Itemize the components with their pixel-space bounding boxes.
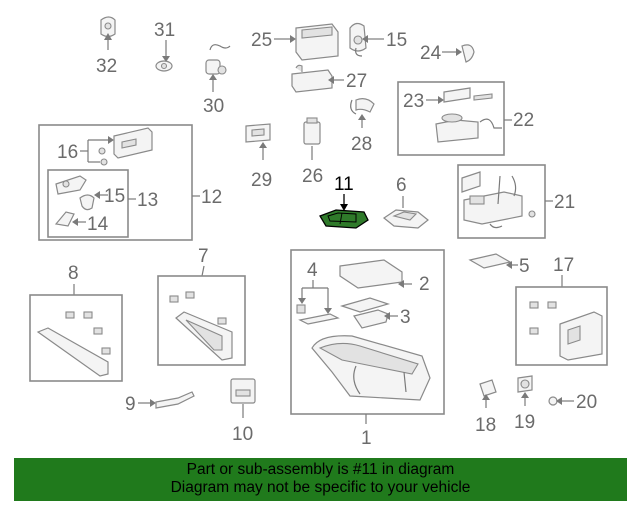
callout-3: 3: [400, 307, 411, 328]
part-16[interactable]: [80, 127, 153, 166]
callout-1: 1: [361, 428, 372, 449]
callout-31: 31: [154, 20, 175, 41]
callout-12: 12: [201, 187, 222, 208]
part-21-shifter[interactable]: [461, 171, 536, 229]
assembly-box-7: [157, 275, 246, 366]
callout-27: 27: [346, 71, 367, 92]
callout-16: 16: [57, 142, 78, 163]
part-32[interactable]: [100, 16, 116, 50]
part-17-panel[interactable]: [529, 301, 603, 361]
part-13-pieces[interactable]: [55, 175, 87, 195]
callout-26: 26: [302, 166, 323, 187]
banner-line-1: Part or sub-assembly is #11 in diagram: [186, 461, 455, 478]
part-18[interactable]: [479, 379, 497, 408]
banner-line-2: Diagram may not be specific to your vehi…: [170, 479, 471, 496]
part-8-panel[interactable]: [36, 311, 111, 377]
assembly-box-13: [47, 169, 129, 238]
callout-15-top: 15: [386, 30, 407, 51]
callout-22: 22: [513, 110, 534, 131]
assembly-box-1: [290, 249, 445, 415]
callout-20: 20: [576, 392, 597, 413]
callout-4: 4: [307, 260, 318, 281]
part-19[interactable]: [517, 375, 533, 406]
callout-11: 11: [334, 174, 354, 195]
part-31[interactable]: [155, 40, 173, 72]
part-2-lid[interactable]: [339, 259, 412, 289]
part-27[interactable]: [291, 64, 344, 93]
part-5[interactable]: [468, 253, 518, 269]
part-30[interactable]: [205, 44, 231, 92]
callout-19: 19: [514, 412, 535, 433]
callout-17: 17: [553, 255, 574, 276]
callout-2: 2: [419, 274, 430, 295]
callout-6: 6: [396, 175, 407, 196]
part-4[interactable]: [296, 280, 340, 325]
part-11[interactable]: [319, 194, 369, 229]
part-14[interactable]: [54, 211, 86, 227]
callout-29: 29: [251, 170, 272, 191]
part-26[interactable]: [303, 117, 321, 160]
part-15-inner[interactable]: [79, 191, 108, 211]
callout-32: 32: [96, 56, 117, 77]
part-24[interactable]: [442, 44, 475, 63]
part-23[interactable]: [426, 87, 502, 143]
callout-14: 14: [87, 214, 109, 235]
part-3-hinge[interactable]: [339, 297, 398, 329]
callout-21: 21: [554, 192, 575, 213]
part-7-panel[interactable]: [169, 291, 233, 361]
callout-9: 9: [125, 394, 136, 415]
part-1-console-body[interactable]: [311, 335, 431, 401]
callout-30: 30: [203, 96, 224, 117]
part-29[interactable]: [245, 123, 271, 160]
part-20[interactable]: [548, 396, 574, 406]
callout-10: 10: [232, 424, 253, 445]
part-9[interactable]: [138, 391, 195, 409]
assembly-box-22: [397, 81, 505, 156]
callout-5: 5: [519, 256, 530, 277]
callout-23: 23: [403, 91, 424, 112]
part-6[interactable]: [382, 196, 429, 229]
callout-8: 8: [68, 263, 79, 284]
callout-28: 28: [351, 134, 372, 155]
assembly-box-8: [29, 294, 123, 382]
callout-7: 7: [198, 246, 209, 267]
callout-24: 24: [420, 43, 442, 64]
assembly-box-12: [38, 124, 193, 241]
parts-diagram: 32 31 30 25 15 24: [29, 16, 608, 449]
info-banner: Part or sub-assembly is #11 in diagram D…: [14, 458, 627, 501]
callout-25: 25: [251, 30, 272, 51]
assembly-box-17: [515, 286, 608, 366]
part-28[interactable]: [350, 98, 375, 128]
callout-18: 18: [475, 415, 496, 436]
callout-13: 13: [137, 190, 158, 211]
part-15-top[interactable]: [349, 22, 384, 57]
part-25[interactable]: [274, 23, 339, 61]
callout-15-inner: 15: [104, 186, 125, 207]
part-10[interactable]: [230, 378, 256, 418]
